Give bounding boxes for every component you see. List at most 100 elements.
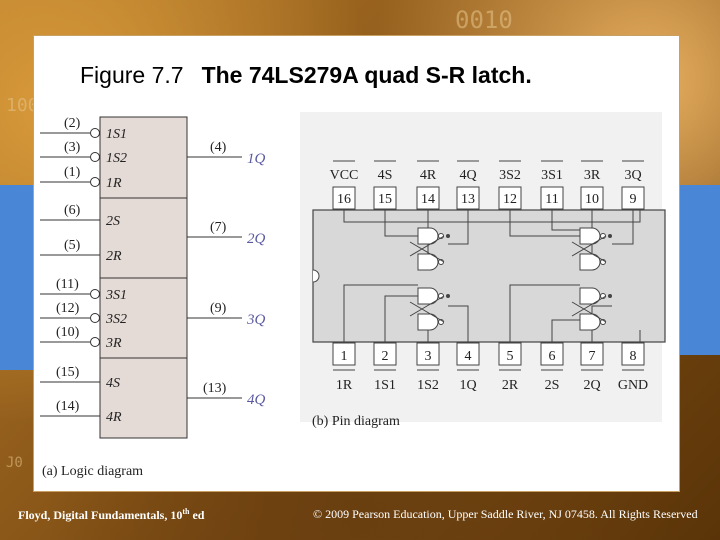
footer-credit: Floyd, Digital Fundamentals, 10th ed xyxy=(18,507,204,523)
top-pin-box xyxy=(416,186,440,210)
top-pin-box xyxy=(373,186,397,210)
bottom-pin-label: 2R xyxy=(502,378,519,393)
logic-output-pin: (13) xyxy=(203,381,227,396)
footer-credit-main: Floyd, Digital Fundamentals, 10 xyxy=(18,508,183,522)
figure-number: Figure 7.7 xyxy=(80,62,184,88)
top-pin-number: 12 xyxy=(503,192,517,207)
bottom-pin-label: 1S1 xyxy=(374,378,396,393)
latch-crosscouple xyxy=(571,301,607,323)
top-pin-label: 3R xyxy=(584,168,601,183)
top-pin-number: 16 xyxy=(337,192,351,207)
logic-output-pin: (4) xyxy=(210,140,227,155)
bottom-pin-label: 1Q xyxy=(459,378,476,393)
top-pin-label: 4S xyxy=(378,168,393,183)
logic-diagram-caption: (a) Logic diagram xyxy=(42,464,143,479)
background-bits: 0010 xyxy=(455,6,513,34)
logic-pin-number: (15) xyxy=(56,365,80,380)
footer-credit-sup: th xyxy=(182,507,190,516)
junction-dot xyxy=(608,294,612,298)
junction-dot xyxy=(608,234,612,238)
top-pin-box xyxy=(498,186,522,210)
logic-output-pin: (9) xyxy=(210,301,227,316)
logic-pin-number: (6) xyxy=(64,203,81,218)
top-pin-number: 15 xyxy=(378,192,392,207)
background-bits: 100 xyxy=(6,95,39,116)
logic-output-name: 1Q xyxy=(247,151,266,167)
latch-crosscouple xyxy=(571,295,607,317)
bottom-pin-box xyxy=(540,342,564,366)
top-pin-label: 4R xyxy=(420,168,437,183)
slide-title: Figure 7.7 The 74LS279A quad S-R latch. xyxy=(80,62,532,89)
bottom-pin-number: 7 xyxy=(589,349,596,364)
logic-input-name: 1S2 xyxy=(106,151,127,166)
top-pin-label: 3S1 xyxy=(541,168,563,183)
top-pin-label: VCC xyxy=(330,168,359,183)
bottom-pin-box xyxy=(621,342,645,366)
logic-input-name: 1S1 xyxy=(106,127,127,142)
chip-gates xyxy=(409,227,612,331)
logic-input-name: 3S2 xyxy=(105,312,127,327)
bottom-pin-label: 2Q xyxy=(583,378,600,393)
latch-crosscouple xyxy=(409,241,445,263)
bottom-pin-number: 2 xyxy=(382,349,389,364)
logic-pin-number: (2) xyxy=(64,116,81,131)
top-pin-label: 3S2 xyxy=(499,168,521,183)
bottom-pin-box xyxy=(332,342,356,366)
top-pin-number: 14 xyxy=(421,192,435,207)
chip-body xyxy=(312,209,666,343)
logic-pin-number: (3) xyxy=(64,140,81,155)
pin-diagram-caption: (b) Pin diagram xyxy=(312,414,400,429)
bottom-pin-box xyxy=(416,342,440,366)
top-pin-box xyxy=(580,186,604,210)
logic-output-name: 4Q xyxy=(247,392,266,408)
bottom-pin-number: 1 xyxy=(341,349,348,364)
top-pin-number: 10 xyxy=(585,192,599,207)
logic-input-name: 3R xyxy=(105,336,122,351)
latch-crosscouple xyxy=(409,301,445,323)
top-pin-label: 4Q xyxy=(459,168,476,183)
logic-pin-number: (11) xyxy=(56,277,79,292)
top-pin-box xyxy=(456,186,480,210)
figure-caption: The 74LS279A quad S-R latch. xyxy=(201,62,532,88)
bottom-pin-label: 2S xyxy=(545,378,560,393)
top-pin-number: 9 xyxy=(630,192,637,207)
bottom-pin-box xyxy=(498,342,522,366)
logic-diagram xyxy=(40,116,242,439)
logic-output-name: 3Q xyxy=(246,312,266,328)
latch-crosscouple xyxy=(409,235,445,257)
top-pin-box xyxy=(332,186,356,210)
chip-notch xyxy=(312,269,320,283)
latch-crosscouple xyxy=(409,295,445,317)
logic-pin-number: (5) xyxy=(64,238,81,253)
background-blue-band-left xyxy=(0,185,40,370)
bottom-pin-box xyxy=(456,342,480,366)
latch-crosscouple xyxy=(571,235,607,257)
logic-input-name: 2R xyxy=(106,249,122,264)
latch-crosscouple xyxy=(571,241,607,263)
bottom-pin-label: 1S2 xyxy=(417,378,439,393)
top-pin-label: 3Q xyxy=(624,168,641,183)
bottom-pin-number: 4 xyxy=(465,349,472,364)
logic-output-pin: (7) xyxy=(210,220,227,235)
logic-output-name: 2Q xyxy=(247,231,266,247)
logic-pin-number: (10) xyxy=(56,325,80,340)
logic-pin-number: (14) xyxy=(56,399,80,414)
logic-input-name: 3S1 xyxy=(105,288,127,303)
top-pin-box xyxy=(540,186,564,210)
top-pin-number: 13 xyxy=(461,192,475,207)
bottom-pin-label: GND xyxy=(618,378,648,393)
background-bits: J0 xyxy=(6,455,23,471)
top-pin-box xyxy=(621,186,645,210)
logic-input-name: 4R xyxy=(106,410,122,425)
logic-pin-number: (1) xyxy=(64,165,81,180)
logic-input-name: 1R xyxy=(106,176,122,191)
bottom-pin-number: 3 xyxy=(425,349,432,364)
bottom-pin-label: 1R xyxy=(336,378,353,393)
footer-copyright: © 2009 Pearson Education, Upper Saddle R… xyxy=(313,507,698,521)
footer-credit-tail: ed xyxy=(189,508,205,522)
top-pin-number: 11 xyxy=(545,192,558,207)
bottom-pin-box xyxy=(580,342,604,366)
logic-pin-number: (12) xyxy=(56,301,80,316)
pin-diagram xyxy=(300,112,666,422)
